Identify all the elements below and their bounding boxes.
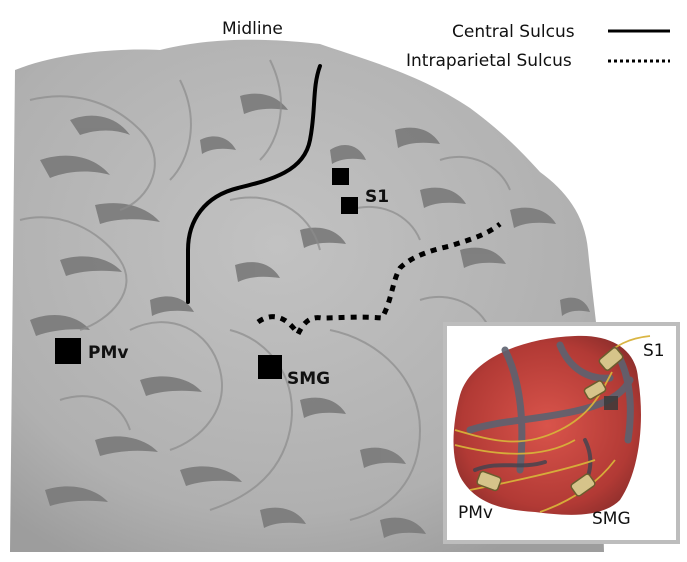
smg-marker [258, 355, 282, 379]
inset-smg-label: SMG [592, 509, 631, 529]
pmv-array: PMv [55, 338, 128, 364]
s1-marker-1 [332, 168, 349, 185]
pmv-label: PMv [88, 343, 128, 363]
midline-label: Midline [222, 19, 283, 39]
s1-marker-2 [341, 197, 358, 214]
legend-central-sulcus-label: Central Sulcus [452, 22, 575, 42]
inset-photo-panel: S1 PMv SMG [443, 322, 680, 544]
smg-array: SMG [258, 355, 330, 389]
inset-microarray [604, 396, 618, 410]
legend: Central Sulcus Intraparietal Sulcus [406, 22, 670, 71]
pmv-marker [55, 338, 81, 364]
s1-label: S1 [365, 187, 389, 207]
central-sulcus-line [186, 64, 322, 304]
smg-label: SMG [287, 369, 330, 389]
inset-connector-pmv [476, 470, 502, 492]
inset-connector-s1 [598, 347, 624, 371]
inset-pmv-label: PMv [458, 503, 493, 523]
inset-connector-mid [583, 380, 607, 400]
inset-connector-smg [570, 473, 596, 497]
inset-s1-label: S1 [643, 341, 665, 361]
legend-intraparietal-sulcus-label: Intraparietal Sulcus [406, 51, 572, 71]
s1-arrays: S1 [332, 168, 389, 214]
